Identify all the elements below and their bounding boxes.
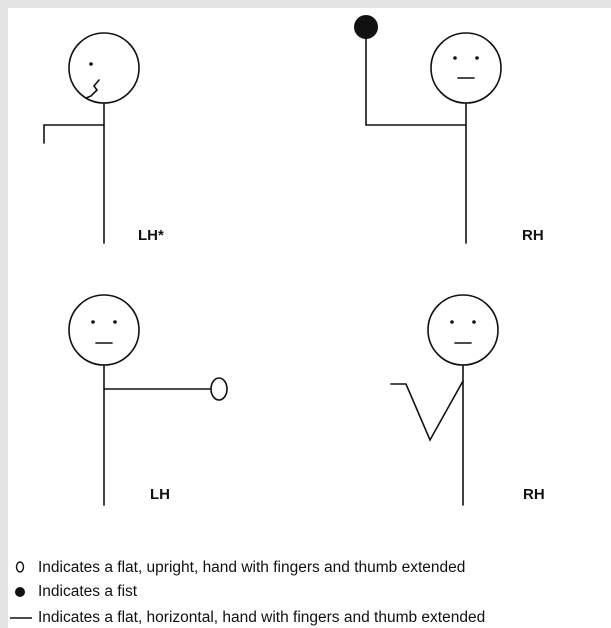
- eye: [453, 56, 457, 60]
- legend-item-filled-circle: Indicates a fist: [12, 583, 137, 601]
- figure-label-lh-star: LH*: [138, 227, 164, 244]
- legend-item-dash-line: Indicates a flat, horizontal, hand with …: [8, 609, 485, 627]
- eye: [450, 320, 454, 324]
- v-arm: [391, 381, 463, 440]
- figure-label-rh-bottom: RH: [523, 486, 545, 503]
- legend-text: Indicates a fist: [38, 583, 137, 600]
- figure-panel: LH* RH LH RH Indicates a flat, upright, …: [8, 8, 611, 628]
- legend-text: Indicates a flat, horizontal, hand with …: [38, 609, 485, 626]
- head: [431, 33, 501, 103]
- bent-arm: [44, 125, 104, 143]
- legend-text: Indicates a flat, upright, hand with fin…: [38, 559, 465, 576]
- figure-label-lh-bottom: LH: [150, 486, 170, 503]
- profile-mouth: [86, 80, 99, 98]
- legend-item-open-circle: Indicates a flat, upright, hand with fin…: [12, 559, 465, 577]
- eye: [472, 320, 476, 324]
- raised-arm: [366, 36, 466, 125]
- eye: [91, 320, 95, 324]
- fist-icon: [354, 15, 378, 39]
- figure-rh-top: [354, 15, 501, 243]
- head: [428, 295, 498, 365]
- figure-label-rh-top: RH: [522, 227, 544, 244]
- figure-rh-bottom: [391, 295, 498, 505]
- head-turned: [69, 33, 139, 103]
- dash-line-icon: [8, 610, 38, 626]
- filled-circle-icon: [12, 584, 38, 600]
- figure-lh-star: [44, 33, 139, 243]
- stick-figure-diagram: [8, 8, 611, 628]
- eye: [113, 320, 117, 324]
- head: [69, 295, 139, 365]
- eye: [89, 62, 93, 66]
- eye: [475, 56, 479, 60]
- flat-upright-hand-icon: [211, 378, 227, 400]
- open-circle-icon: [12, 560, 38, 576]
- figure-lh-bottom: [69, 295, 227, 505]
